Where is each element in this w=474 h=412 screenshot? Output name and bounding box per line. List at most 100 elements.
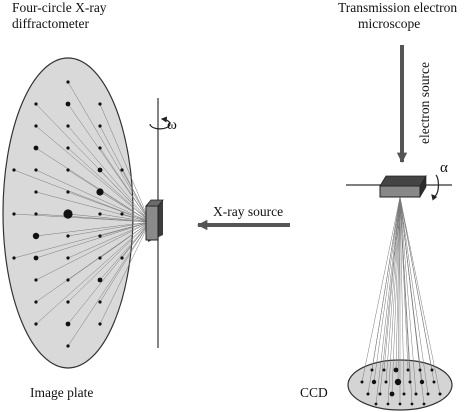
diffracted-ray (67, 147, 151, 223)
diffraction-spot (360, 380, 364, 384)
diffraction-spot (65, 321, 71, 327)
diffraction-spot (371, 379, 377, 385)
electron-diffraction-spots (360, 367, 442, 406)
diffraction-spot (34, 190, 38, 194)
diffraction-spot (12, 212, 16, 216)
diffraction-spot (393, 367, 399, 373)
diffracted-ray (99, 103, 151, 223)
tem-title-line2: microscope (358, 16, 421, 31)
diffraction-spot (34, 124, 38, 128)
diffraction-spot (66, 300, 70, 304)
diffraction-spot (66, 278, 70, 282)
diffraction-spot (66, 256, 70, 260)
diffraction-spot (34, 102, 38, 106)
diffracted-ray (67, 169, 151, 223)
diffraction-spot (65, 101, 71, 107)
diffraction-spot (34, 322, 38, 326)
diffraction-spot (410, 402, 414, 406)
diffracted-ray (99, 147, 151, 223)
diffraction-spot (98, 146, 102, 150)
diffracted-ray (373, 196, 401, 383)
tem-specimen (379, 174, 427, 199)
diffraction-spot (430, 368, 434, 372)
diffraction-spot (120, 212, 124, 216)
diffracted-ray (35, 221, 151, 325)
diffracted-ray (399, 196, 405, 395)
diffracted-ray (67, 221, 151, 347)
diffracted-ray (99, 213, 151, 223)
diffraction-spot (378, 392, 382, 396)
diffraction-spot (398, 402, 402, 406)
diffracted-ray (387, 196, 401, 405)
diffraction-spot (408, 380, 412, 384)
diffraction-spot (66, 344, 70, 348)
diffracted-ray (35, 191, 151, 223)
diffracted-ray (35, 221, 151, 281)
diffracted-ray (99, 169, 151, 223)
diffracted-ray (13, 221, 151, 259)
diffracted-ray (67, 221, 151, 237)
diffracted-ray (99, 221, 151, 303)
diffraction-spot (98, 322, 102, 326)
diffraction-spot (419, 379, 425, 385)
diffraction-spot (66, 146, 70, 150)
tem-title-line1: Transmission electron (338, 0, 458, 15)
diffracted-ray (67, 213, 151, 223)
diffraction-spot (33, 145, 39, 151)
diffraction-spot (66, 168, 70, 172)
diffracted-ray (35, 169, 151, 223)
diffracted-ray (67, 221, 151, 259)
diffracted-ray (35, 221, 151, 259)
xray-crystal (145, 199, 164, 242)
diffraction-spot (34, 300, 38, 304)
diffracted-ray (395, 196, 401, 371)
diffraction-spot (33, 255, 39, 261)
image-plate-label: Image plate (30, 385, 94, 400)
diffraction-spot (414, 392, 418, 396)
diffracted-ray (67, 221, 151, 303)
xray-diffraction-spots (12, 80, 124, 348)
diffracted-ray (375, 196, 401, 405)
diffraction-spot (98, 256, 102, 260)
omega-label: ω (167, 117, 177, 133)
diffraction-spot (66, 190, 70, 194)
diffracted-ray (67, 103, 151, 223)
diffraction-spot (394, 378, 402, 386)
diffraction-spot (120, 256, 124, 260)
diffraction-spot (66, 80, 70, 84)
diffraction-spot (382, 368, 386, 372)
electron-diffracted-rays (361, 196, 441, 405)
xrd-title-line2: diffractometer (12, 16, 89, 31)
diffracted-ray (67, 191, 151, 223)
diffraction-spot (406, 368, 410, 372)
omega-rotation-arrow-icon (149, 116, 171, 130)
diffraction-spot (418, 368, 422, 372)
diffracted-ray (399, 196, 413, 405)
diffraction-spot (366, 392, 370, 396)
diffracted-ray (385, 196, 401, 383)
diffraction-spot (32, 232, 40, 240)
diffracted-ray (13, 169, 151, 223)
diffraction-spot (98, 102, 102, 106)
ccd-label: CCD (300, 385, 328, 400)
alpha-rotation-arrow-icon (431, 174, 440, 201)
diffraction-spot (34, 278, 38, 282)
diffraction-spot (402, 392, 406, 396)
diffracted-ray (35, 213, 151, 223)
diffraction-spot (98, 300, 102, 304)
diffraction-spot (389, 391, 395, 397)
diffraction-spot (98, 124, 102, 128)
diffracted-ray (99, 221, 151, 325)
diffraction-spot (438, 392, 442, 396)
diffraction-spot (432, 380, 436, 384)
diffracted-ray (397, 196, 401, 383)
diffraction-spot (97, 277, 103, 283)
diffracted-ray (399, 196, 435, 383)
diffraction-spot (96, 188, 104, 196)
diffracted-ray (99, 221, 151, 281)
diffraction-spot (422, 402, 426, 406)
diffraction-spot (66, 234, 70, 238)
diffracted-ray (391, 196, 401, 395)
